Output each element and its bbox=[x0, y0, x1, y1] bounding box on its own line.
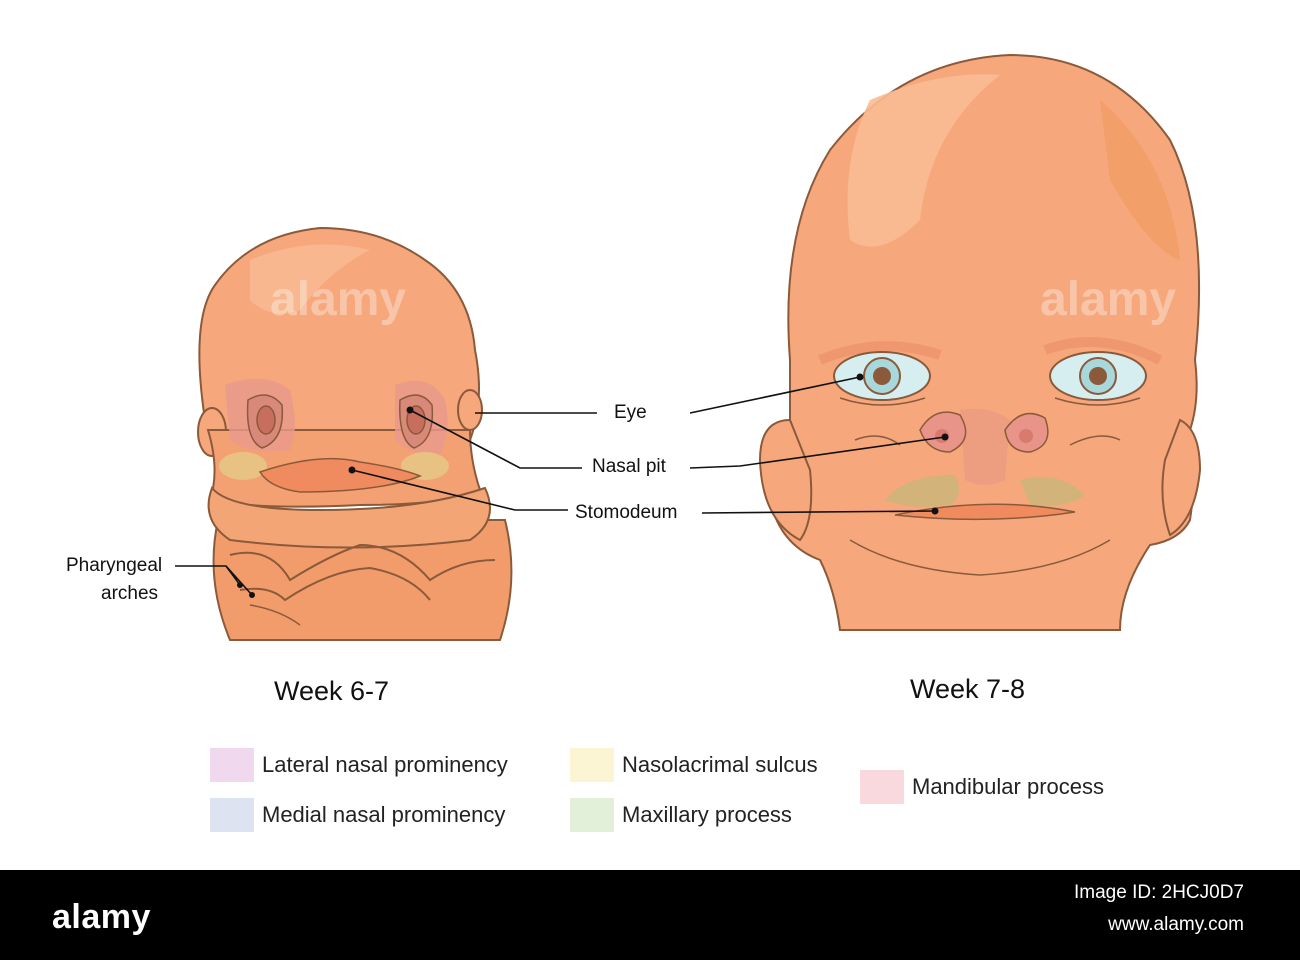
leader-stomodeum-left bbox=[351, 469, 568, 511]
leader-nasal-pit-right bbox=[689, 436, 946, 469]
fetus-head-shade bbox=[1100, 100, 1180, 260]
fetus-brow-right bbox=[1043, 337, 1163, 365]
alamy-logo[interactable]: alamy bbox=[52, 898, 151, 936]
embryo-neck bbox=[212, 519, 513, 641]
leader-lines bbox=[175, 376, 946, 596]
embryo-ear-right bbox=[457, 389, 483, 431]
fetus-cheek-right bbox=[1069, 435, 1121, 446]
legend-label: Maxillary process bbox=[622, 802, 792, 827]
label-pharyngeal-line1: Pharyngeal bbox=[66, 555, 163, 576]
legend-label: Medial nasal prominency bbox=[262, 802, 506, 827]
leader-nasal-pit-left bbox=[409, 409, 582, 469]
embryo-stomodeum bbox=[258, 457, 423, 493]
fetus-maxillary-left bbox=[885, 475, 959, 507]
image-id: Image ID: 2HCJ0D7 bbox=[1073, 882, 1244, 903]
fetus-maxillary-right bbox=[1020, 477, 1085, 506]
fetus-jaw-line bbox=[849, 539, 1111, 576]
fetus-stomodeum bbox=[894, 503, 1076, 521]
fetus-ear-left bbox=[758, 418, 813, 542]
legend-swatch bbox=[570, 748, 614, 782]
caption-week-6-7: Week 6-7 bbox=[274, 676, 390, 706]
site-link[interactable]: www.alamy.com bbox=[1108, 914, 1244, 935]
caption-week-7-8: Week 7-8 bbox=[910, 674, 1026, 704]
legend-swatch bbox=[570, 798, 614, 832]
leader-eye-right bbox=[689, 376, 861, 414]
embryo-week-7-8 bbox=[758, 53, 1202, 631]
embryo-maxillary-left bbox=[219, 452, 267, 480]
legend-swatch bbox=[210, 748, 254, 782]
label-stomodeum: Stomodeum bbox=[575, 502, 678, 523]
leader-stomodeum-right bbox=[701, 510, 936, 514]
watermark-left: alamy bbox=[270, 273, 406, 326]
leader-dots bbox=[237, 373, 949, 598]
label-nasal-pit: Nasal pit bbox=[592, 456, 666, 477]
legend-swatch bbox=[860, 770, 904, 804]
embryo-head-highlight bbox=[250, 244, 370, 314]
legend-label: Nasolacrimal sulcus bbox=[622, 752, 818, 777]
fetus-eyelid-right bbox=[1054, 397, 1141, 406]
embryo-nasal-pit-left bbox=[256, 405, 276, 435]
fetus-head-highlight bbox=[847, 74, 1000, 247]
embryo-arch-3 bbox=[249, 604, 301, 626]
stock-footer-bar: alamy Image ID: 2HCJ0D7 www.alamy.com bbox=[0, 870, 1300, 960]
embryo-arch-1 bbox=[229, 543, 496, 582]
fetus-ear-right bbox=[1161, 418, 1202, 537]
watermark-right: alamy bbox=[1040, 273, 1176, 326]
label-eye: Eye bbox=[614, 402, 647, 423]
leader-pharyngeal bbox=[175, 565, 253, 596]
embryo-arch-2 bbox=[239, 566, 431, 602]
fetus-nose-bridge bbox=[960, 408, 1010, 485]
fetus-brow-left bbox=[818, 341, 942, 365]
legend-swatch bbox=[210, 798, 254, 832]
label-pharyngeal-line2: arches bbox=[101, 583, 159, 604]
fetus-cheek-left bbox=[854, 435, 901, 446]
fetus-eye-left-pupil bbox=[873, 367, 891, 385]
fetus-eyelid-left bbox=[839, 397, 926, 406]
embryo-week-6-7 bbox=[197, 226, 513, 641]
legend-label: Mandibular process bbox=[912, 774, 1104, 799]
fetus-nasal-pit-right bbox=[1019, 429, 1033, 443]
legend-label: Lateral nasal prominency bbox=[262, 752, 508, 777]
fetus-eye-right-pupil bbox=[1089, 367, 1107, 385]
embryo-mandibular bbox=[207, 486, 491, 549]
embryo-face-illustration: alamy alamy bbox=[175, 53, 1202, 641]
